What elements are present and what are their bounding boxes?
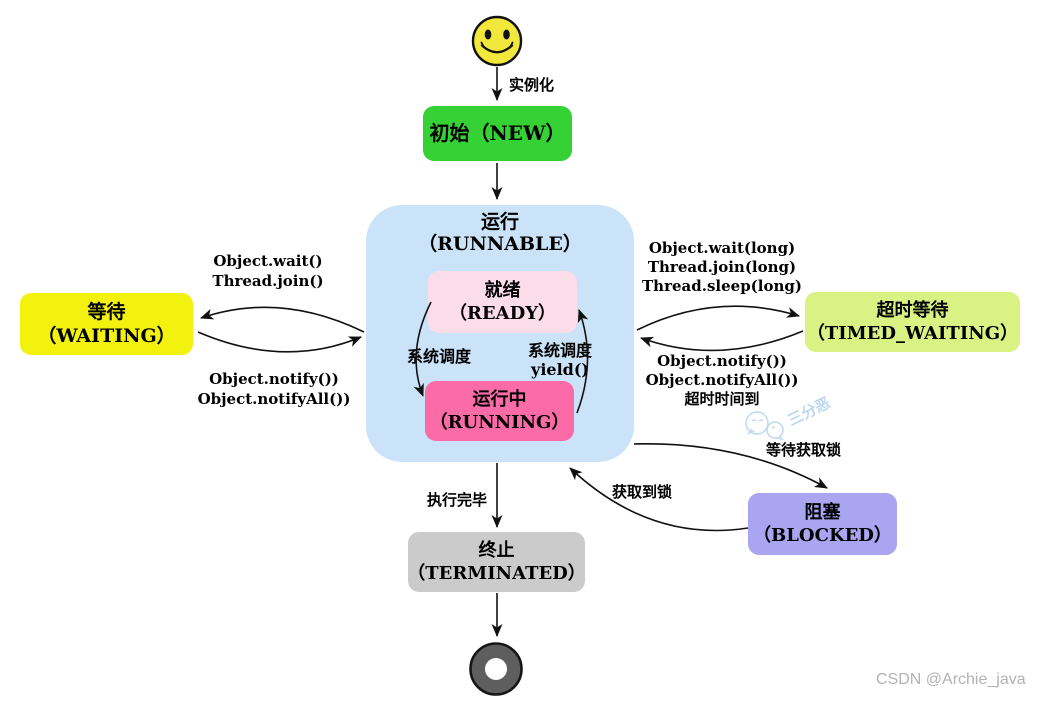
state-running: 运行中 （RUNNING） (425, 381, 574, 441)
state-running-label-zh: 运行中 (472, 388, 527, 410)
edge-label-execution-done: 执行完毕 (427, 491, 488, 509)
credit-watermark: CSDN @Archie_java (876, 671, 1026, 688)
start-smiley-icon (471, 15, 523, 67)
edge-label-thread-join-long: Thread.join(long) (647, 258, 797, 276)
state-timed-waiting-label-zh: 超时等待 (876, 299, 949, 321)
edge-label-wait-lock: 等待获取锁 (766, 441, 842, 459)
state-timed-waiting-label-en: （TIMED_WAITING） (806, 323, 1019, 344)
edge-label-thread-sleep-long: Thread.sleep(long) (642, 277, 802, 295)
end-state-icon (469, 642, 523, 696)
state-terminated: 终止 （TERMINATED） (407, 532, 586, 592)
arrow-timed-waiting-to-runnable (640, 330, 804, 352)
state-runnable-label-en: （RUNNABLE） (418, 233, 582, 255)
state-waiting-label-en: （WAITING） (37, 325, 176, 347)
arrow-waiting-to-runnable (197, 331, 362, 353)
edge-label-thread-join: Thread.join() (212, 272, 324, 290)
state-blocked-label-zh: 阻塞 (804, 501, 841, 523)
state-waiting: 等待 （WAITING） (20, 293, 193, 355)
edge-label-object-notify-left: Object.notify()) (209, 370, 339, 388)
edge-label-acquired-lock: 获取到锁 (612, 483, 673, 501)
state-ready: 就绪 （READY） (428, 271, 577, 333)
state-ready-label-en: （READY） (448, 303, 557, 324)
state-terminated-label-zh: 终止 (478, 539, 515, 561)
state-blocked-label-en: （BLOCKED） (753, 525, 892, 546)
edge-label-waiting-calls: Object.wait() Thread.join() (193, 251, 343, 291)
state-new-label: 初始（NEW） (429, 120, 566, 145)
state-runnable-title: 运行 （RUNNABLE） (366, 211, 634, 255)
edge-label-waiting-return: Object.notify()) Object.notifyAll()) (189, 369, 359, 409)
edge-label-object-notify-right: Object.notify()) (657, 352, 787, 370)
edge-label-schedule-right: 系统调度 yield() (521, 341, 599, 379)
state-running-label-en: （RUNNING） (429, 412, 570, 433)
state-runnable-label-zh: 运行 (480, 211, 519, 233)
state-new: 初始（NEW） (423, 106, 572, 161)
arrow-runnable-to-timed-waiting (636, 305, 800, 331)
arrow-runnable-to-waiting (200, 306, 365, 333)
state-blocked: 阻塞 （BLOCKED） (748, 493, 897, 555)
edge-label-yield: yield() (531, 360, 589, 379)
edge-label-timeout-reached: 超时时间到 (684, 390, 760, 408)
edge-label-instantiate: 实例化 (509, 76, 555, 94)
edge-label-object-wait: Object.wait() (213, 252, 323, 270)
state-waiting-label-zh: 等待 (87, 300, 126, 323)
edge-label-object-wait-long: Object.wait(long) (648, 239, 796, 257)
watermark-bubbles-icon (745, 411, 785, 441)
state-terminated-label-en: （TERMINATED） (407, 563, 586, 584)
edge-label-timed-return: Object.notify()) Object.notifyAll()) 超时时… (642, 352, 802, 409)
edge-label-object-notifyall-right: Object.notifyAll()) (645, 371, 799, 389)
edge-label-object-notifyall-left: Object.notifyAll()) (197, 390, 351, 408)
edge-label-schedule-left: 系统调度 (407, 347, 472, 366)
state-timed-waiting: 超时等待 （TIMED_WAITING） (805, 292, 1020, 352)
state-ready-label-zh: 就绪 (484, 279, 521, 301)
edge-label-schedule-right-line1: 系统调度 (527, 341, 592, 360)
edge-label-timed-calls: Object.wait(long) Thread.join(long) Thre… (642, 239, 802, 296)
